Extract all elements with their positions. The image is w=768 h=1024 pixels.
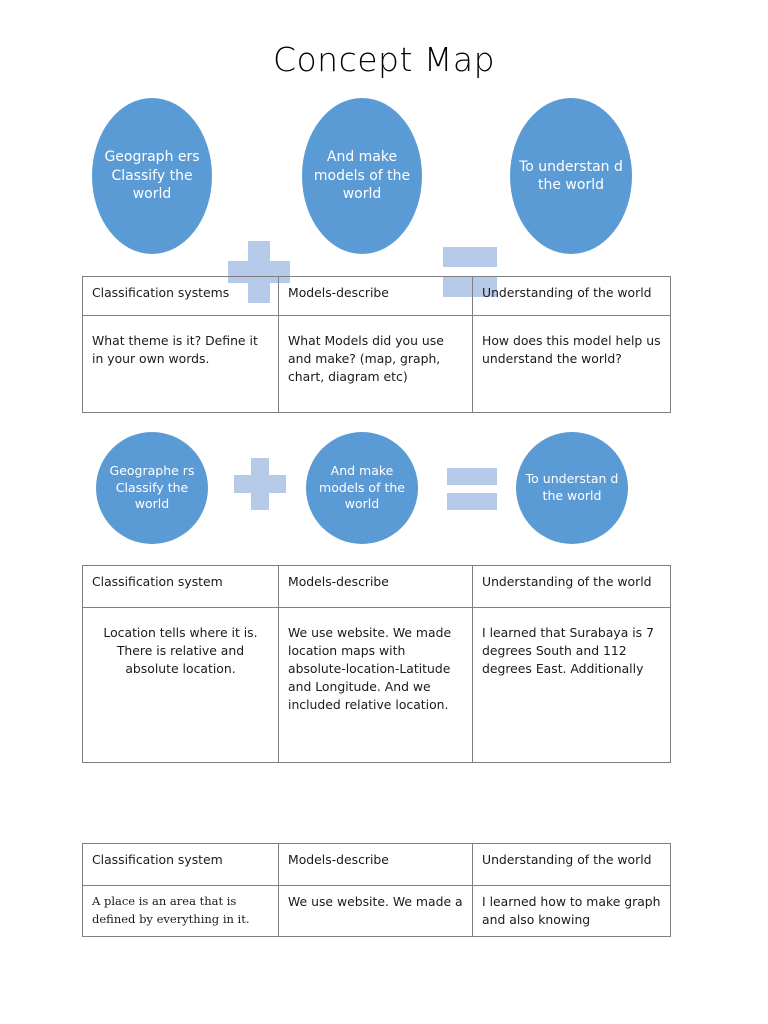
concept-node-label: To understan d the world (525, 471, 619, 503)
plus-icon-bar-vertical (251, 458, 269, 510)
table-header-row: Classification systems Models-describe U… (82, 276, 671, 316)
prompt-table: Classification systems Models-describe U… (82, 276, 671, 413)
equals-icon (447, 468, 497, 510)
concept-node-classify[interactable]: Geographe rs Classify the world (96, 432, 208, 544)
table-row: What theme is it? Define it in your own … (82, 315, 671, 413)
concept-equation-row-2: Geographe rs Classify the world And make… (0, 432, 768, 552)
table-cell[interactable]: How does this model help us understand t… (472, 315, 671, 413)
table-header-cell: Classification system (82, 565, 279, 608)
table-header-cell: Classification system (82, 843, 279, 886)
table-header-row: Classification system Models-describe Un… (82, 843, 671, 886)
concept-node-models[interactable]: And make models of the world (302, 98, 422, 254)
table-header-cell: Models-describe (278, 565, 473, 608)
concept-node-understand[interactable]: To understan d the world (516, 432, 628, 544)
equals-icon-bar-top (443, 247, 497, 267)
plus-icon (234, 458, 286, 510)
concept-node-classify[interactable]: Geograph ers Classify the world (92, 98, 212, 254)
equals-icon-bar-top (447, 468, 497, 485)
location-answers-table: Classification system Models-describe Un… (82, 565, 671, 763)
page-title: Concept Map (272, 40, 496, 79)
concept-node-label: Geographe rs Classify the world (109, 463, 195, 512)
table-cell[interactable]: Location tells where it is. There is rel… (82, 607, 279, 763)
table-header-cell: Models-describe (278, 276, 473, 316)
table-header-cell: Classification systems (82, 276, 279, 316)
concept-node-label: Geograph ers Classify the world (104, 149, 200, 203)
concept-equation-row-1: Geograph ers Classify the world And make… (0, 98, 768, 303)
concept-node-understand[interactable]: To understan d the world (510, 98, 632, 254)
table-header-cell: Understanding of the world (472, 843, 671, 886)
table-cell[interactable]: We use website. We made a (278, 885, 473, 937)
place-answers-table: Classification system Models-describe Un… (82, 843, 671, 937)
table-header-cell: Models-describe (278, 843, 473, 886)
table-header-row: Classification system Models-describe Un… (82, 565, 671, 608)
table-header-cell: Understanding of the world (472, 276, 671, 316)
table-cell[interactable]: What theme is it? Define it in your own … (82, 315, 279, 413)
equals-icon-bar-bottom (447, 493, 497, 510)
concept-node-label: And make models of the world (319, 463, 405, 512)
table-cell[interactable]: I learned how to make graph and also kno… (472, 885, 671, 937)
concept-node-label: And make models of the world (313, 149, 411, 203)
table-cell[interactable]: I learned that Surabaya is 7 degrees Sou… (472, 607, 671, 763)
table-row: A place is an area that is defined by ev… (82, 885, 671, 937)
concept-node-models[interactable]: And make models of the world (306, 432, 418, 544)
table-cell[interactable]: What Models did you use and make? (map, … (278, 315, 473, 413)
table-cell[interactable]: We use website. We made location maps wi… (278, 607, 473, 763)
table-cell[interactable]: A place is an area that is defined by ev… (82, 885, 279, 937)
table-header-cell: Understanding of the world (472, 565, 671, 608)
table-row: Location tells where it is. There is rel… (82, 607, 671, 763)
concept-node-label: To understan d the world (519, 158, 623, 193)
